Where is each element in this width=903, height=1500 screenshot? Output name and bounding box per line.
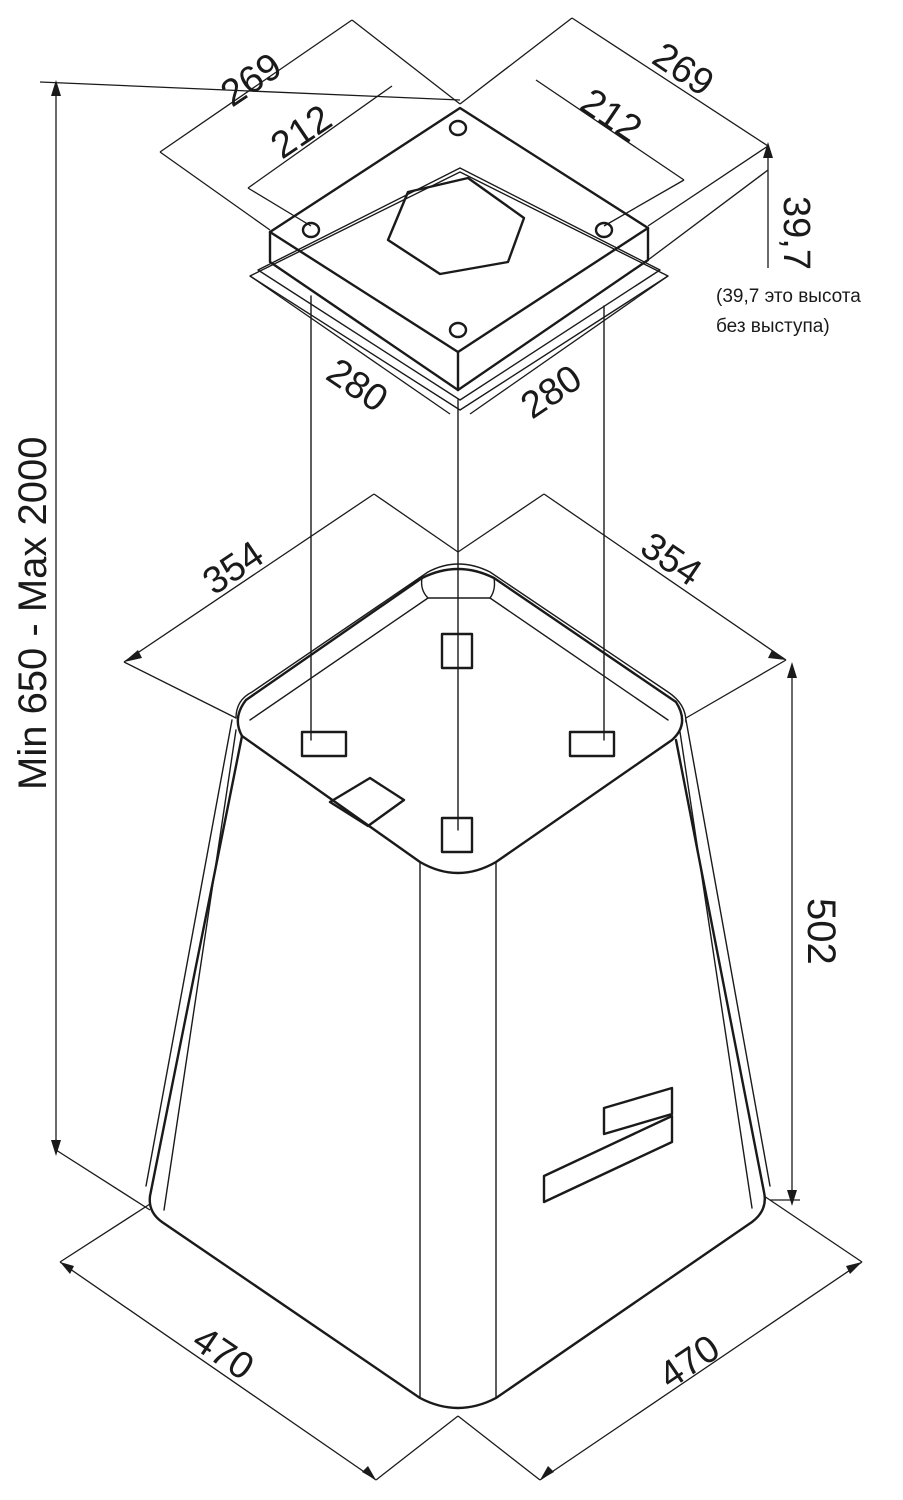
mount-hole-right — [594, 221, 614, 239]
dim-mount-height-note-2: без выступа) — [716, 316, 830, 337]
suspension-wires — [310, 295, 605, 831]
dim-top-right: 354 — [633, 525, 709, 595]
lug-top — [440, 632, 474, 670]
dim-top-left: 354 — [196, 533, 272, 603]
dimension-labels: 269 269 212 212 39,7 (39,7 это высота бе… — [11, 35, 861, 1398]
dim-mount-height-note-1: (39,7 это высота — [716, 286, 861, 307]
dim-mount-holes-left: 212 — [264, 97, 340, 167]
duct-opening-hexagon — [386, 176, 526, 276]
mount-hole-top — [448, 119, 468, 137]
mount-hole-left — [301, 221, 321, 239]
dim-base-left: 470 — [185, 1319, 261, 1389]
dim-total-height: Min 650 - Max 2000 — [11, 436, 55, 790]
service-opening — [328, 776, 406, 828]
lug-right — [568, 730, 616, 758]
dim-mount-holes-right: 212 — [573, 81, 649, 151]
dim-base-right: 470 — [652, 1327, 728, 1397]
ceiling-mount-plate — [249, 106, 669, 411]
hood-body — [145, 563, 771, 1410]
dim-mount-height: 39,7 — [775, 196, 817, 270]
lug-bottom — [440, 816, 474, 854]
mount-hole-bottom — [448, 321, 468, 339]
dim-mount-outer-right: 269 — [645, 35, 721, 105]
dim-mount-outer-left: 269 — [214, 45, 290, 115]
dimension-lines — [39, 17, 863, 1481]
side-slot-upper — [602, 1086, 674, 1136]
dim-body-height: 502 — [799, 898, 843, 965]
lug-left — [300, 730, 348, 758]
side-slot-lower — [542, 1114, 674, 1204]
